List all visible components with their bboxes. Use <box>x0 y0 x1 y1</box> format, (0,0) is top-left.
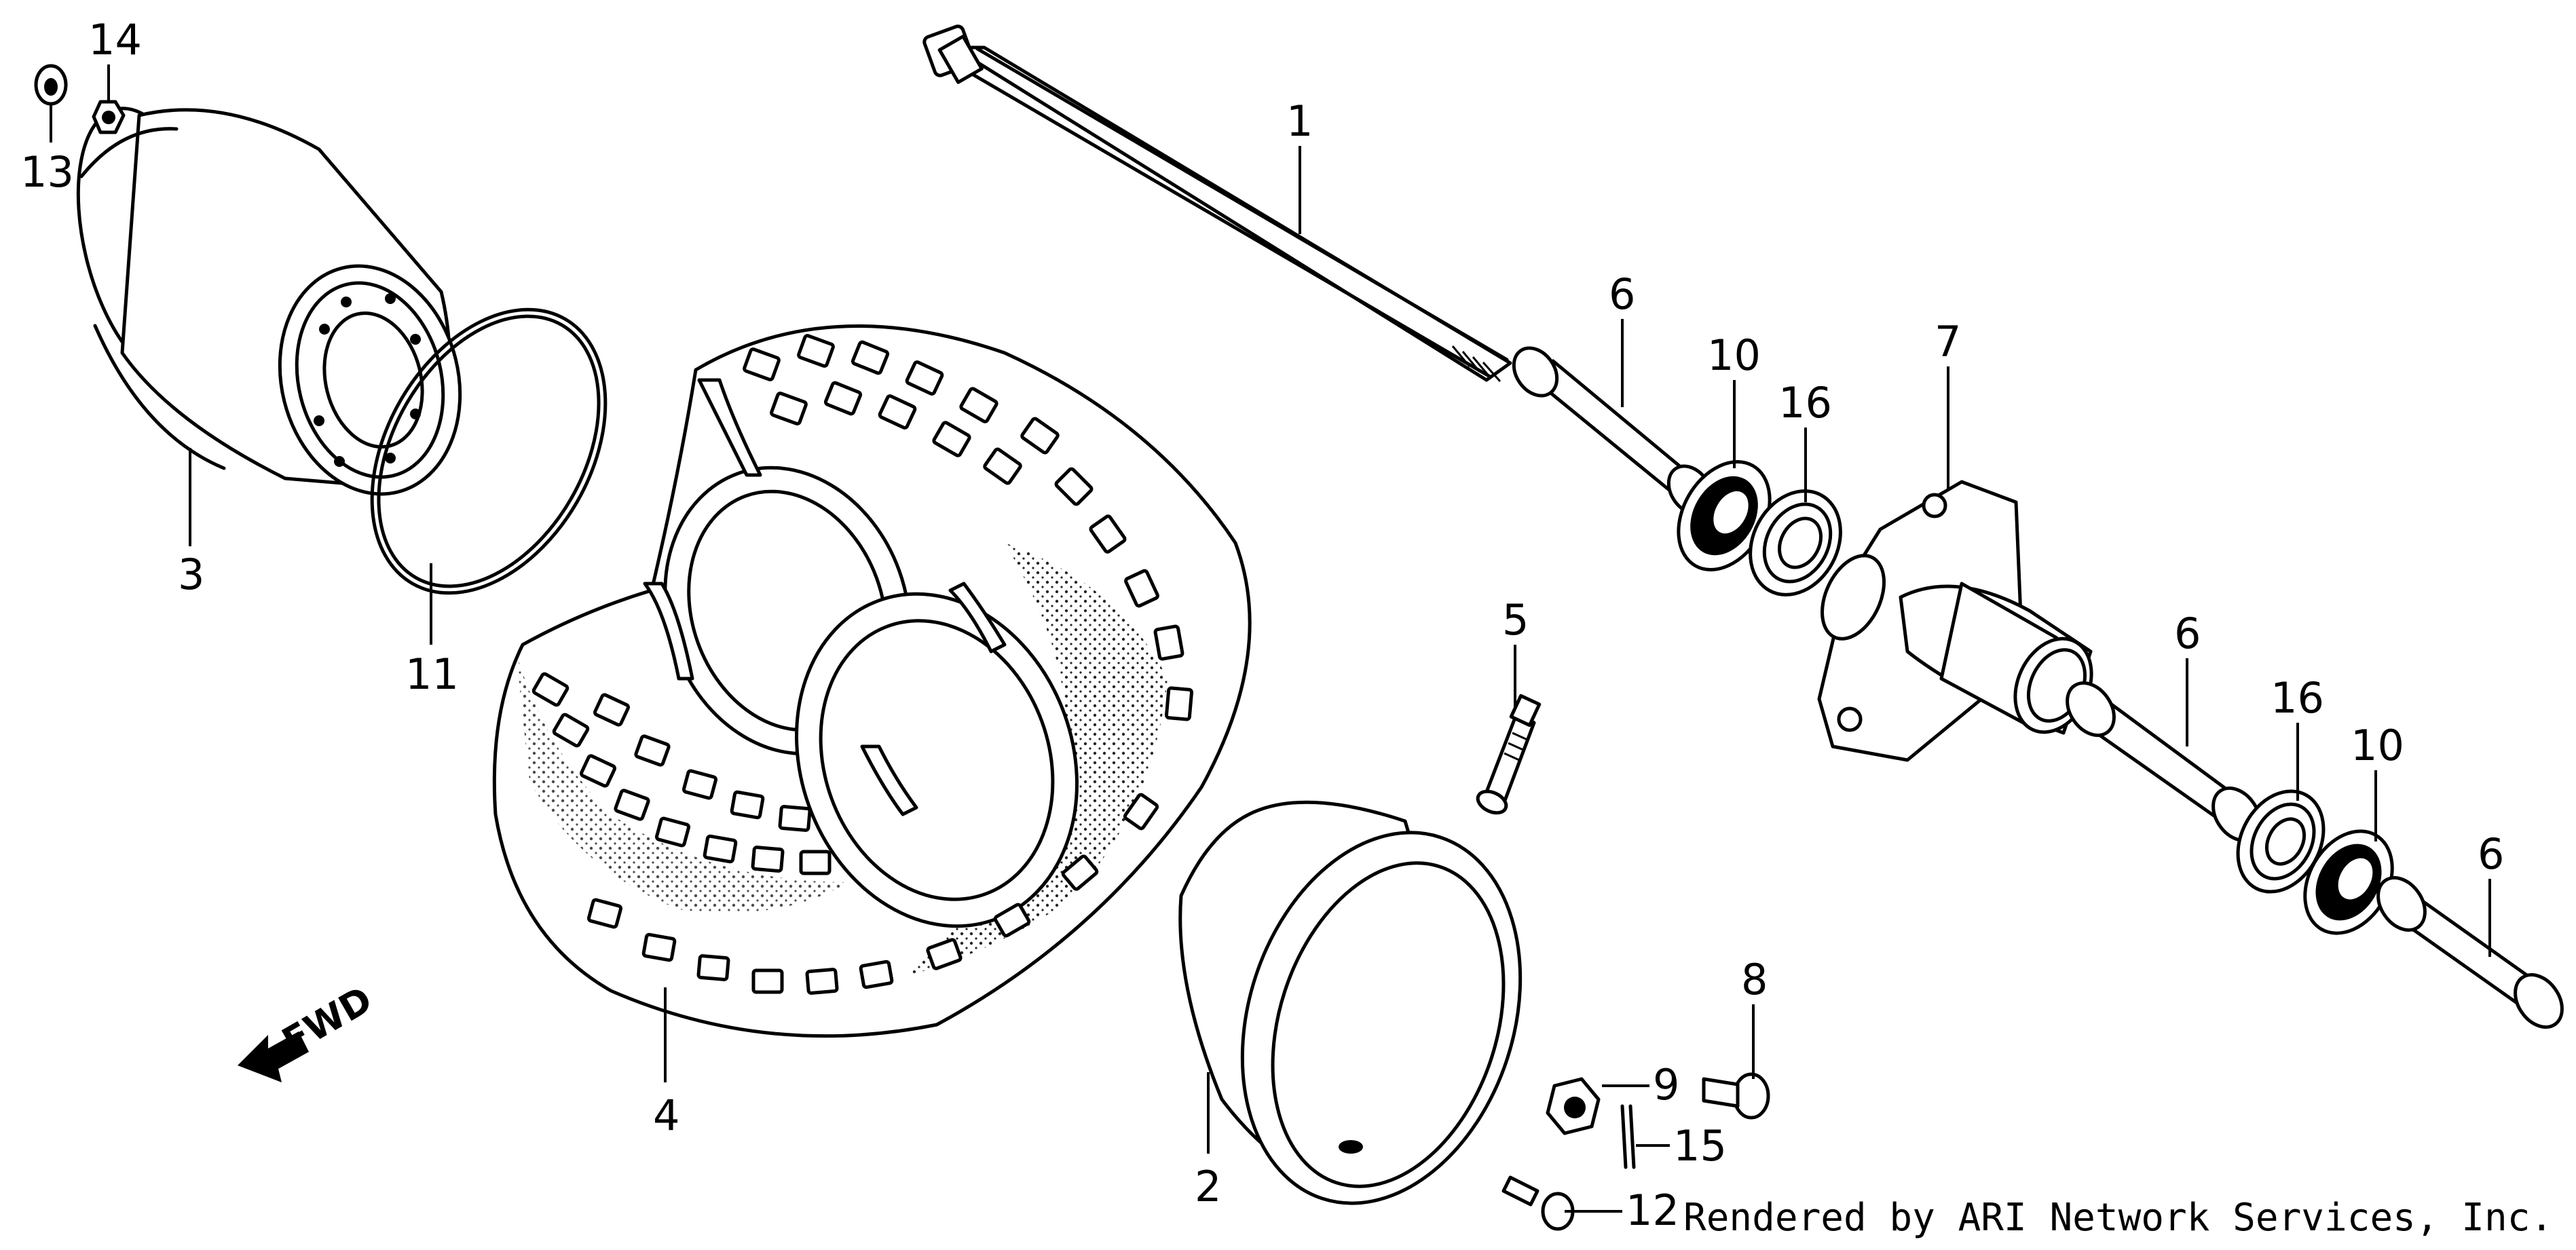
leader-lines <box>50 64 2491 1213</box>
pin-15 <box>1620 1104 1636 1169</box>
callout-13: 13 <box>20 147 74 197</box>
bearing-16-upper <box>1749 489 1842 596</box>
collar-6-middle <box>2066 681 2262 842</box>
callout-15: 15 <box>1673 1121 1727 1171</box>
valve-stem <box>1476 694 1542 815</box>
bearing-holder <box>1817 480 2093 762</box>
bolt-12 <box>1501 1175 1575 1231</box>
callout-3: 3 <box>178 550 204 599</box>
callout-10a: 10 <box>1707 330 1761 380</box>
callout-2: 2 <box>1195 1162 1221 1211</box>
callout-6b: 6 <box>2174 609 2201 658</box>
inner-wheel-half <box>76 107 462 496</box>
callout-10b: 10 <box>2351 721 2404 770</box>
credit-text: Rendered by ARI Network Services, Inc. <box>1683 1196 2554 1240</box>
callout-16a: 16 <box>1778 378 1832 428</box>
nut-14 <box>92 100 126 134</box>
nut-13 <box>34 64 68 106</box>
callout-11: 11 <box>405 649 459 699</box>
o-ring <box>370 307 608 595</box>
callout-labels: 1 2 3 4 5 6 6 6 7 8 9 10 10 11 12 13 14 … <box>20 15 2504 1235</box>
callout-7: 7 <box>1935 317 1961 366</box>
lock-nut-10-lower <box>2303 829 2394 935</box>
fwd-label: FWD <box>275 978 379 1063</box>
callout-16b: 16 <box>2271 673 2324 723</box>
callout-1: 1 <box>1286 96 1313 146</box>
callout-6c: 6 <box>2478 829 2504 879</box>
axle-shaft <box>922 24 1512 382</box>
callout-4: 4 <box>653 1091 679 1140</box>
lock-nut-10-upper <box>1677 460 1772 571</box>
bolt-8 <box>1702 1072 1770 1120</box>
callout-8: 8 <box>1741 955 1768 1004</box>
outer-wheel-half <box>1178 800 1523 1205</box>
callout-14: 14 <box>88 15 142 64</box>
callout-6a: 6 <box>1609 269 1635 319</box>
callout-12: 12 <box>1626 1186 1679 1235</box>
collar-6-lower <box>2376 876 2564 1029</box>
tire <box>492 324 1252 1038</box>
bearing-16-lower <box>2236 789 2326 894</box>
fwd-direction-arrow: FWD <box>238 978 379 1082</box>
callout-5: 5 <box>1502 595 1529 645</box>
callout-9: 9 <box>1653 1060 1679 1110</box>
nut-9 <box>1546 1077 1601 1135</box>
